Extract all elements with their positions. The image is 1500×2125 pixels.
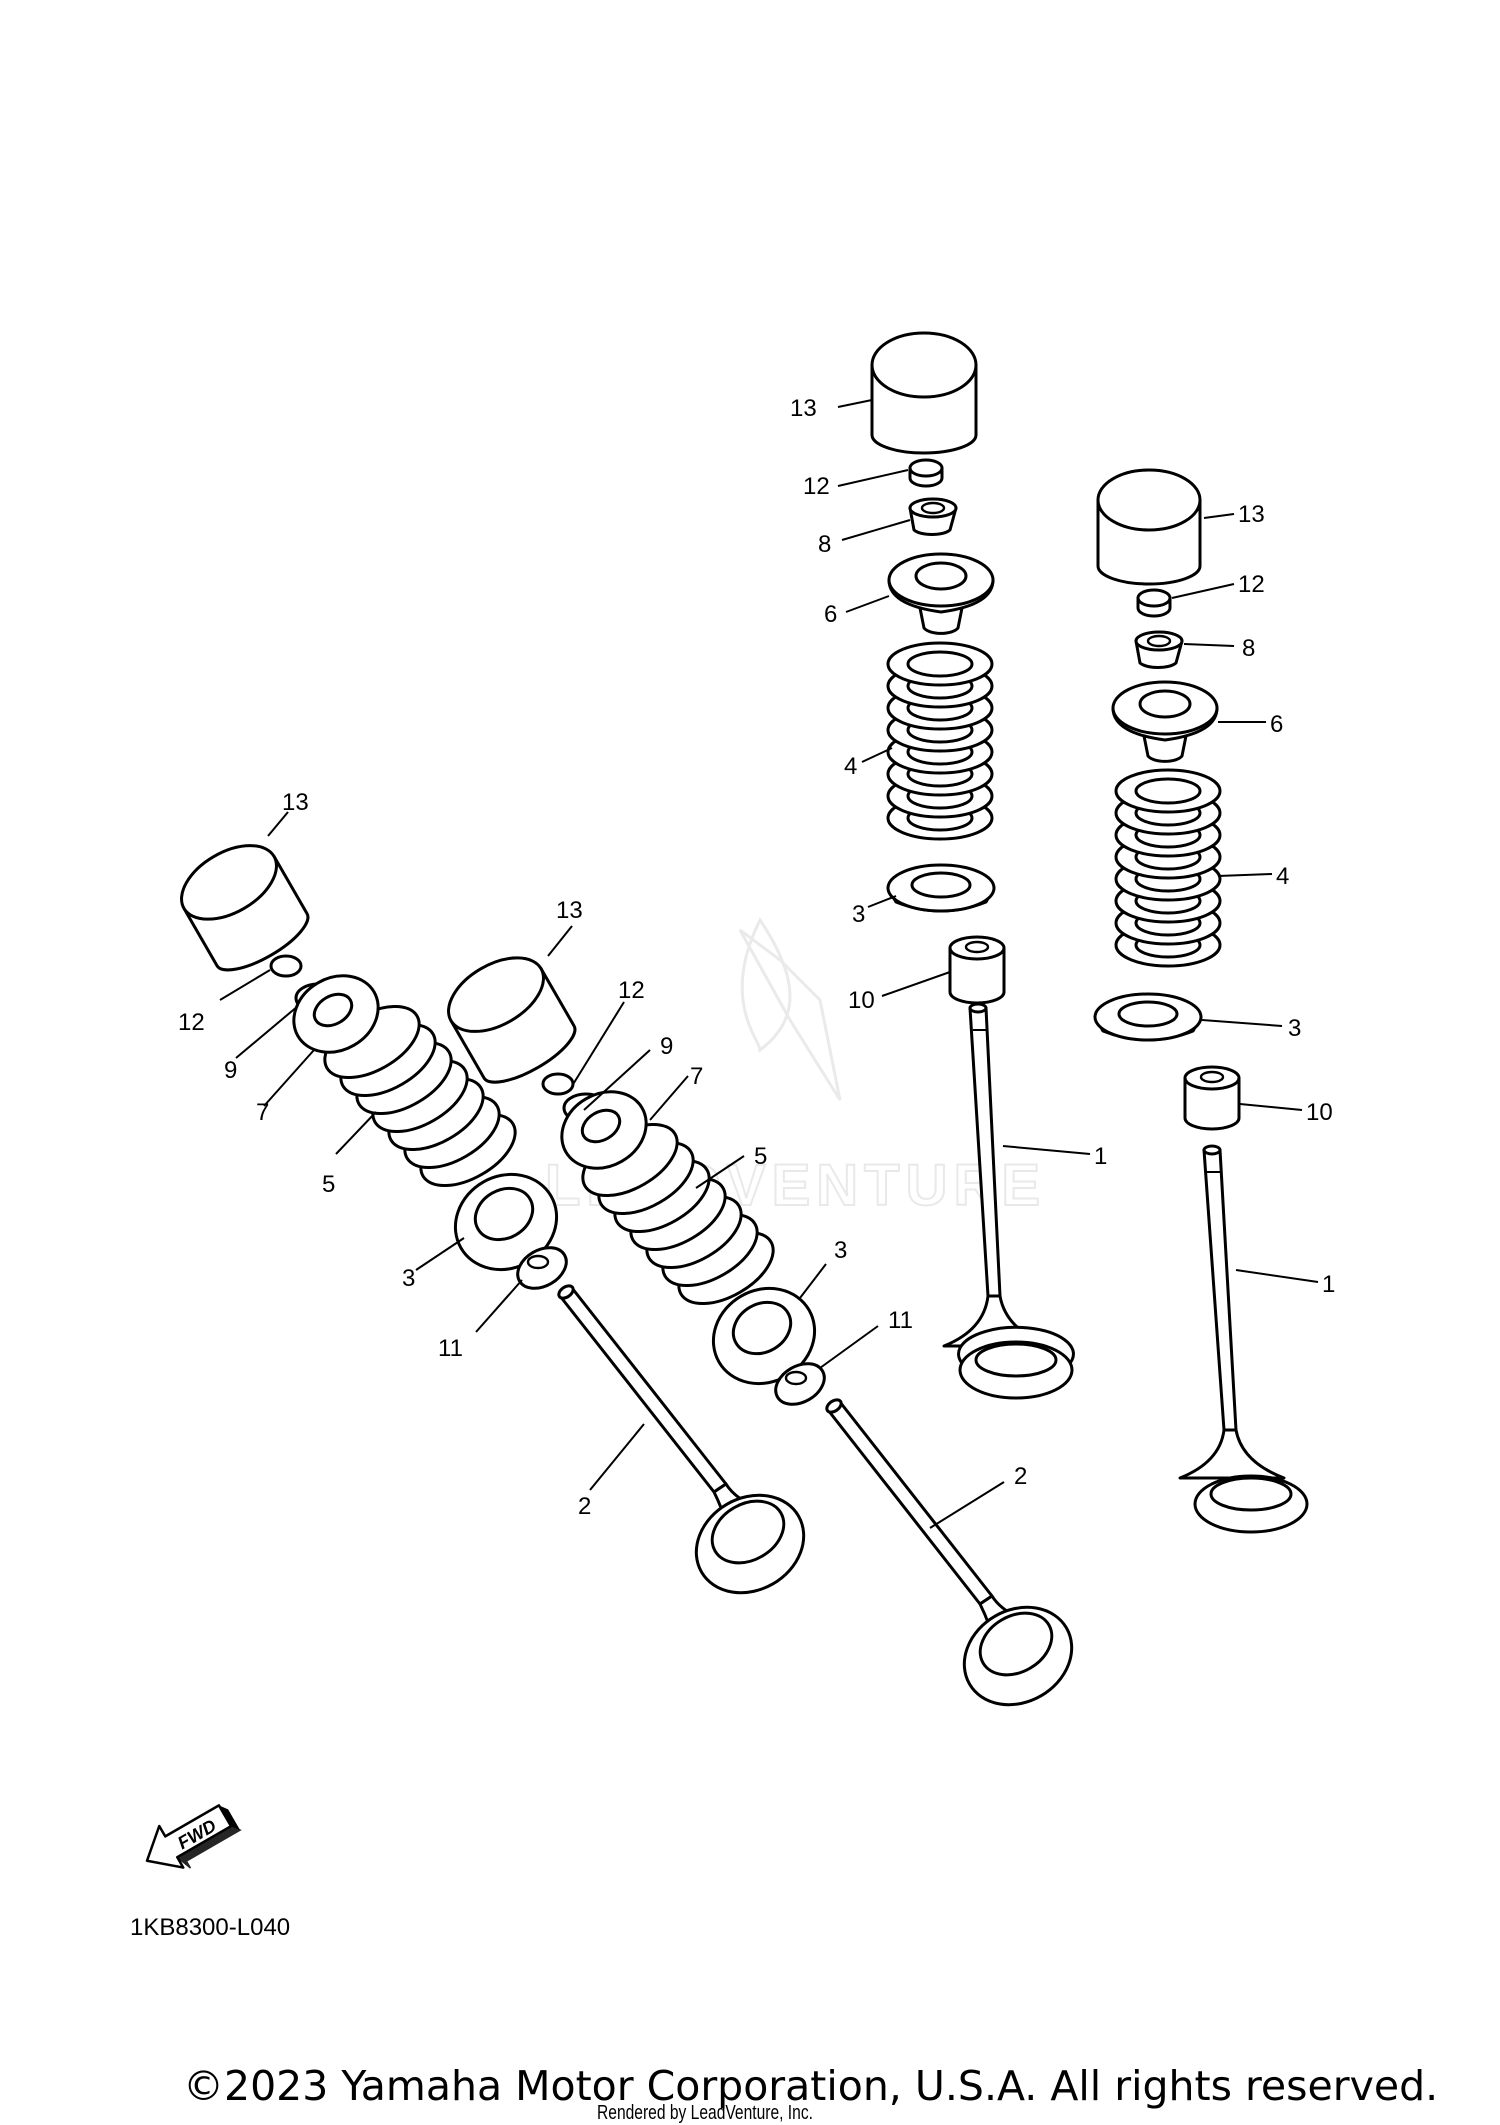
rendered-by-notice: Rendered by LeadVenture, Inc. [597,2102,813,2124]
callout-12: 12 [803,473,830,500]
callout-4: 4 [844,753,857,780]
valve-assembly-intake-b [1093,468,1309,1534]
callout-6: 6 [824,601,837,628]
valve-spring-seat [886,863,996,913]
callout-4: 4 [1276,863,1289,890]
valve-pad [269,954,303,978]
callout-3: 3 [834,1237,847,1264]
callout-5: 5 [754,1143,767,1170]
callout-10: 10 [1306,1099,1333,1126]
diagram-code: 1KB8300-L040 [130,1914,291,1941]
callout-13: 13 [1238,501,1265,528]
valve-stem-seal [1183,1065,1241,1131]
leader-lines [219,399,1319,1529]
intake-valve [1178,1144,1309,1534]
callout-1: 1 [1094,1143,1107,1170]
callout-2: 2 [578,1493,591,1520]
callout-3: 3 [852,901,865,928]
callout-3: 3 [402,1265,415,1292]
valve-lifter-bucket [1096,468,1202,586]
callout-10: 10 [848,987,875,1014]
valve-pad [1136,588,1172,618]
valve-assembly-intake-a [870,331,1075,1400]
valve-lifter-bucket [180,844,310,972]
exhaust-valve [557,1284,806,1595]
valve-lifter-bucket [447,956,577,1084]
callout-8: 8 [1242,635,1255,662]
valve-pad [541,1072,575,1096]
valve-spring-seat [453,1172,559,1272]
callout-9: 9 [224,1057,237,1084]
callout-9: 9 [660,1033,673,1060]
intake-valve [942,1002,1075,1400]
valve-spring-retainer [1111,680,1219,763]
callout-13: 13 [282,789,309,816]
valve-spring-retainer [887,552,995,635]
valve-assembly-exhaust-a [180,844,806,1595]
valve-stem-seal [516,1246,568,1290]
valve-cotter [1134,630,1184,669]
valve-assembly-exhaust-b [447,956,1074,1707]
valve-lifter-bucket [870,331,978,455]
callout-8: 8 [818,531,831,558]
valve-pad [908,458,944,488]
callout-13: 13 [790,395,817,422]
valve-cotter [908,497,958,536]
callout-13: 13 [556,897,583,924]
callout-5: 5 [322,1171,335,1198]
callout-12: 12 [1238,571,1265,598]
callout-7: 7 [256,1099,269,1126]
callout-12: 12 [618,977,645,1004]
valve-spring [886,641,994,841]
valve-spring [1114,768,1222,968]
valve-spring-retainer [292,974,380,1054]
callout-7: 7 [690,1063,703,1090]
exhaust-valve [825,1398,1074,1707]
callout-2: 2 [1014,1463,1027,1490]
copyright-notice: ©2023 Yamaha Motor Corporation, U.S.A. A… [183,2062,1439,2110]
fwd-arrow-icon: FWD [145,1804,242,1869]
callout-6: 6 [1270,711,1283,738]
valve-spring [323,1004,517,1188]
valve-spring-seat [1093,992,1203,1042]
callout-3: 3 [1288,1015,1301,1042]
valve-stem-seal [774,1362,826,1406]
callout-12: 12 [178,1009,205,1036]
callout-11: 11 [888,1307,913,1334]
callout-11: 11 [438,1335,463,1362]
callout-numbers: 13 12 8 6 4 3 10 1 13 12 8 6 4 3 10 1 13… [178,395,1335,1520]
callout-1: 1 [1322,1271,1335,1298]
valve-stem-seal [948,935,1006,1005]
valve-spring-retainer [560,1090,648,1170]
